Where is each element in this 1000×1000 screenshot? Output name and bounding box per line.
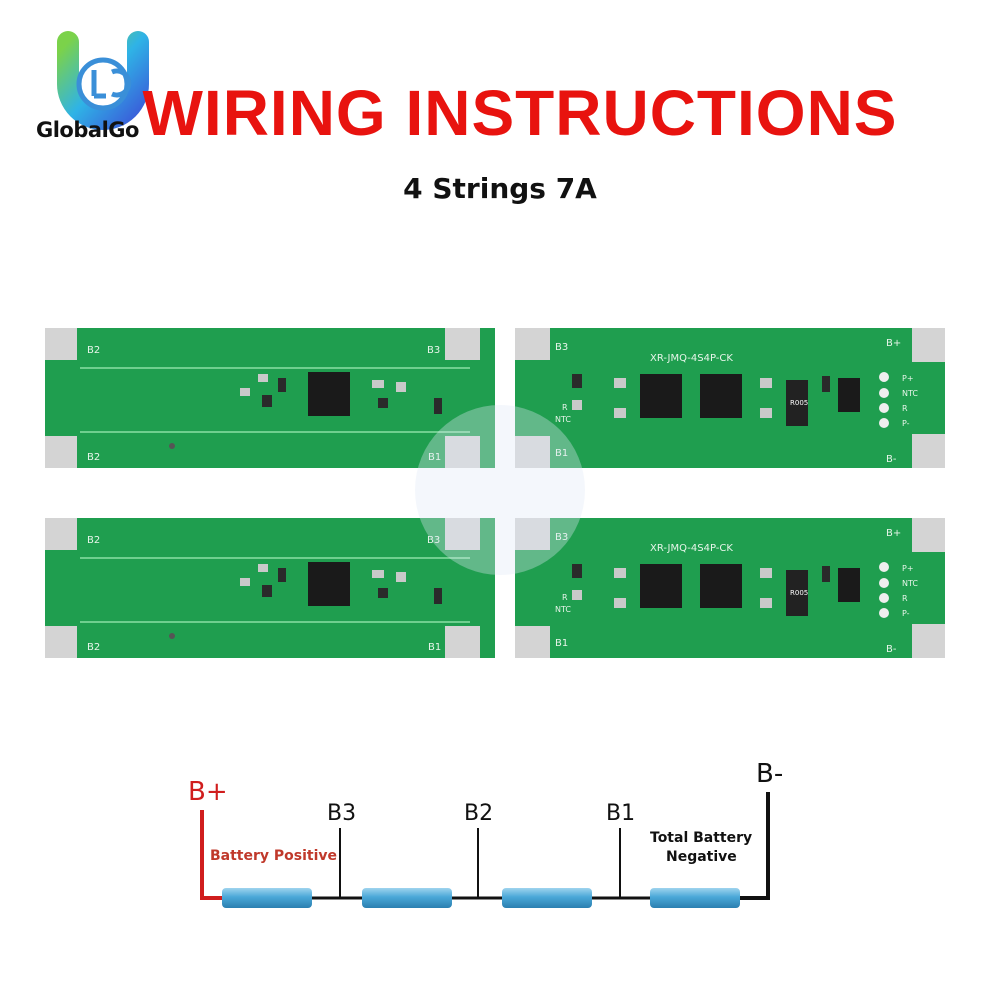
- silkscreen-label: XR-JMQ-4S4P-CK: [650, 353, 733, 364]
- connector-label-pplus: P+: [902, 374, 914, 383]
- pad-label-bplus: B+: [886, 338, 901, 349]
- pad-label-b2: B2: [87, 345, 100, 356]
- label-b3: B3: [327, 801, 356, 826]
- negative-wire: [740, 792, 770, 900]
- pad-label-b3: B3: [555, 532, 568, 543]
- connector-label-pplus: P+: [902, 564, 914, 573]
- resistor-code: R005: [790, 589, 808, 597]
- pcb-board-top: B2 B2 B3 B1 B3 B1 B+ B- XR-JMQ-4S4P-CK R…: [44, 327, 945, 469]
- page-subtitle: 4 Strings 7A: [403, 172, 597, 205]
- pcb-board-bottom: B2 B2 B3 B1 B3 B1 B+ B- XR-JMQ-4S4P-CK R…: [44, 517, 945, 659]
- connector-label-pminus: P-: [902, 609, 910, 618]
- label-b2: B2: [464, 801, 493, 826]
- label-b-plus: B+: [188, 777, 228, 807]
- silkscreen-label: XR-JMQ-4S4P-CK: [650, 543, 733, 554]
- battery-cell: [650, 888, 740, 908]
- mid-label-ntc: NTC: [555, 415, 571, 424]
- pad-label-bminus: B-: [886, 644, 897, 655]
- connector-label-r: R: [902, 594, 908, 603]
- pad-label-b1: B1: [428, 642, 441, 653]
- mid-label-r: R: [562, 403, 568, 412]
- pad-label-b3: B3: [555, 342, 568, 353]
- label-total-negative-2: Negative: [666, 849, 737, 865]
- logo-text: GlobalGo: [36, 118, 139, 142]
- battery-cell: [362, 888, 452, 908]
- label-b-minus: B-: [756, 759, 783, 789]
- connector-label-ntc: NTC: [902, 579, 918, 588]
- pad-label-b3: B3: [427, 345, 440, 356]
- watermark-logo: [415, 405, 585, 575]
- connector-label-ntc: NTC: [902, 389, 918, 398]
- label-battery-positive: Battery Positive: [210, 848, 337, 864]
- resistor-code: R005: [790, 399, 808, 407]
- page-title: WIRING INSTRUCTIONS: [142, 77, 898, 149]
- connector-label-pminus: P-: [902, 419, 910, 428]
- pad-label-bminus: B-: [886, 454, 897, 465]
- pad-label-b1: B1: [555, 638, 568, 649]
- battery-cell: [222, 888, 312, 908]
- pad-label-b2: B2: [87, 642, 100, 653]
- mid-label-r: R: [562, 593, 568, 602]
- battery-cell: [502, 888, 592, 908]
- mid-label-ntc: NTC: [555, 605, 571, 614]
- connector-label-r: R: [902, 404, 908, 413]
- label-b1: B1: [606, 801, 635, 826]
- pad-label-b2: B2: [87, 535, 100, 546]
- pad-label-bplus: B+: [886, 528, 901, 539]
- pad-label-b2: B2: [87, 452, 100, 463]
- positive-wire: [200, 810, 222, 900]
- label-total-negative-1: Total Battery: [650, 830, 752, 846]
- pad-label-b1: B1: [555, 448, 568, 459]
- pad-label-b1: B1: [428, 452, 441, 463]
- pad-label-b3: B3: [427, 535, 440, 546]
- wiring-diagram: B+ B3 B2 B1 B- Battery Positive Total Ba…: [188, 759, 783, 908]
- globalgo-logo: [57, 31, 149, 130]
- pcb-boards: B2 B2 B3 B1 B3 B1 B+ B- XR-JMQ-4S4P-CK R…: [44, 327, 945, 659]
